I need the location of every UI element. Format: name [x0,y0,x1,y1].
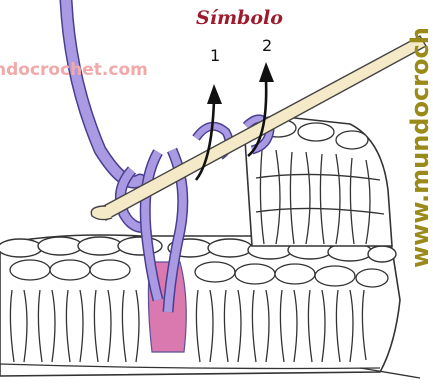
arrow-label-2: 2 [262,36,272,55]
watermark-side: www.mundocroch [406,27,433,268]
watermark-top: ndocrochet.com [0,60,148,80]
arrow-1-head [207,84,222,104]
arrow-label-1: 1 [210,46,220,65]
symbol-label: Símbolo [196,7,283,29]
arrow-2-head [259,62,274,82]
